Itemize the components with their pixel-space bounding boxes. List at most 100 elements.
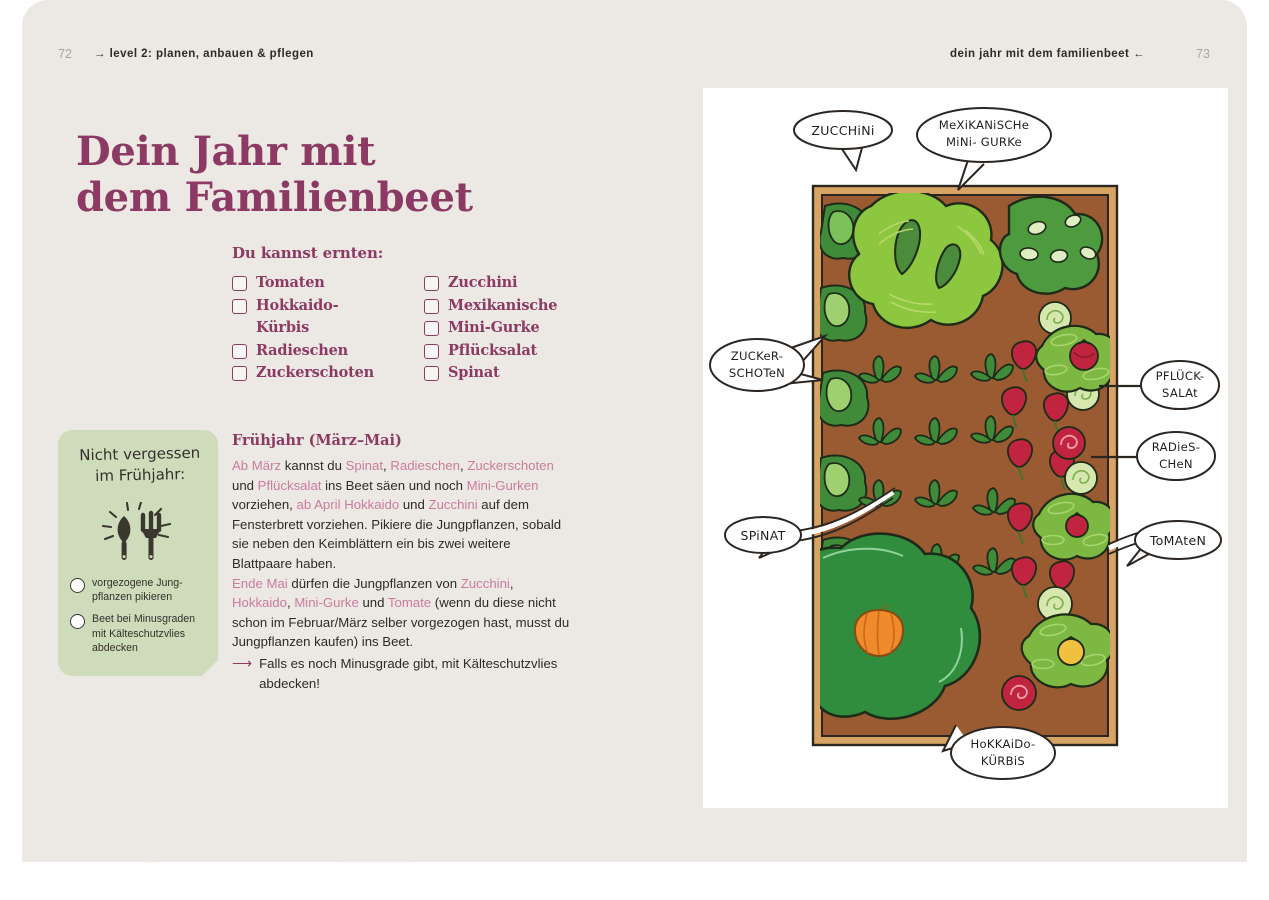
label-zuckerschoten-line2: SCHOTeN [729,366,785,380]
page-number-left: 72 [58,47,72,61]
checkbox[interactable] [424,343,439,359]
body-text: und [358,595,388,611]
plant-red-lettuce-2 [1001,675,1037,711]
body-text: vorziehen, [232,497,297,513]
running-head-right: dein jahr mit dem familienbeet ← [950,48,1145,60]
highlighted-term: Zucchini [460,575,510,591]
body-text: und [232,477,258,493]
label-spinat: SPiNAT [724,487,896,559]
label-mini-gurke-line2: MiNi- GURKe [946,135,1022,149]
checkbox[interactable] [424,366,439,381]
harvest-item-label: Zucchini [448,274,518,291]
checkbox[interactable] [232,366,247,381]
page-title: Dein Jahr mit dem Familienbeet [76,128,596,221]
harvest-item-label: Pflücksalat [448,341,538,359]
harvest-item-right-0[interactable]: Zucchini [424,272,592,295]
running-head-left-text: level 2: planen, anbauen & pflegen [109,48,314,60]
arrow-left-icon: ← [1132,48,1145,60]
highlighted-term: Pflücksalat [257,477,322,493]
highlighted-term: Hokkaido [344,497,400,513]
reminder-task-0[interactable]: vorgezogene Jung-pflanzen pikieren [70,576,210,604]
checkbox[interactable] [232,343,247,359]
label-tomaten-text: ToMAteN [1149,533,1206,548]
body-text: dürfen die Jungpflanzen von [287,575,461,591]
bed-plants [820,193,1110,721]
label-zucchini: ZUCCHiNi [793,110,893,173]
checkbox-placeholder [232,321,247,336]
checkbox[interactable] [232,276,247,291]
harvest-item-left-3[interactable]: Radieschen [232,340,400,363]
highlighted-term: Mini-Gurken [466,477,539,493]
harvest-item-right-4[interactable]: Spinat [424,362,592,385]
harvest-item-label: Spinat [448,364,500,381]
checkbox[interactable] [424,298,439,314]
harvest-item-right-2[interactable]: Mini-Gurke [424,317,592,340]
label-radieschen: RADieS- CHeN [1091,431,1216,481]
reminder-checkbox[interactable] [70,614,85,629]
harvest-heading: Du kannst ernten: [232,244,384,262]
harvest-item-label: Mini-Gurke [448,319,540,336]
body-text: , [286,595,295,611]
harvest-item-label: Zuckerschoten [256,364,374,381]
label-pfluecksalat-line2: SALAt [1162,386,1198,400]
highlighted-term: Tomate [387,595,432,611]
page-title-line2: dem Familienbeet [76,173,473,221]
harvest-item-left-2[interactable]: Kürbis [232,317,400,340]
harvest-item-left-0[interactable]: Tomaten [232,272,400,295]
page-torn-bottom-edge [22,820,1247,863]
reminder-box-title: Nicht vergessen im Frühjahr: [70,443,211,488]
plant-zucchini [848,193,1004,329]
label-mini-gurke-line1: MeXiKANiSCHe [939,118,1029,132]
page-number-right: 73 [1196,47,1210,61]
highlighted-term: Ende Mai [232,575,288,591]
harvest-item-right-3[interactable]: Pflücksalat [424,340,592,363]
harvest-item-left-4[interactable]: Zuckerschoten [232,362,400,385]
label-pfluecksalat-line1: PFLÜCK- [1156,367,1205,383]
illustration-labels: ZUCCHiNi MeXiKANiSCHe MiNi- GURKe ZUCKeR… [709,107,1222,780]
harvest-item-right-1[interactable]: Mexikanische [424,295,592,318]
arrow-right-icon: → [94,48,106,60]
plant-tomaten [1020,324,1110,689]
label-pfluecksalat: PFLÜCK- SALAt [1099,360,1220,410]
season-note-text: Falls es noch Minusgrade gibt, mit Kälte… [259,655,558,691]
highlighted-term: Spinat [345,458,384,473]
arrow-right-long-icon: ⟶ [232,654,253,671]
label-zuckerschoten: ZUCKeR- SCHOTeN [709,333,829,392]
label-spinat-text: SPiNAT [740,528,785,543]
label-hokkaido-line2: KÜRBiS [981,752,1025,768]
harvest-item-label: Hokkaido- [256,296,339,314]
label-tomaten: ToMAteN [1107,520,1222,567]
harvest-item-label: Mexikanische [448,296,558,314]
running-head-left: → level 2: planen, anbauen & pflegen [94,48,314,60]
harvest-item-label: Kürbis [256,319,310,336]
harvest-item-label: Tomaten [256,274,325,291]
label-mini-gurke: MeXiKANiSCHe MiNi- GURKe [916,107,1052,191]
season-note: ⟶ Falls es noch Minusgrade gibt, mit Käl… [232,654,570,693]
harvest-item-label: Radieschen [256,341,348,359]
plant-red-lettuce [1052,426,1086,460]
highlighted-term: Radieschen [390,458,461,473]
label-zucchini-text: ZUCCHiNi [811,123,874,138]
reminder-title-line2: im Frühjahr: [94,465,186,485]
reminder-checkbox[interactable] [70,578,85,593]
highlighted-term: Ab März [232,458,282,473]
body-text: (wenn du diese nicht schon im Februar/Mä… [232,595,570,650]
garden-bed-illustration: ZUCCHiNi MeXiKANiSCHe MiNi- GURKe ZUCKeR… [709,107,1222,780]
checkbox[interactable] [232,298,247,314]
label-hokkaido: HoKKAiDo- KÜRBiS [941,724,1056,780]
reminder-task-label: vorgezogene Jung-pflanzen pikieren [92,577,183,604]
harvest-item-left-1[interactable]: Hokkaido- [232,295,400,318]
checkbox[interactable] [424,321,439,336]
label-radieschen-line1: RADieS- [1152,440,1200,454]
body-text: auf dem Fensterbrett vorziehen. Pikiere … [232,497,562,571]
plant-mini-gurke [998,195,1104,295]
season-paragraph-2: Ende Mai dürfen die Jungpflanzen von Zuc… [232,574,570,652]
body-text: ins Beet säen und noch [321,477,467,493]
checkbox[interactable] [424,276,439,291]
season-section: Frühjahr (März–Mai) Ab März kannst du Sp… [232,432,570,693]
